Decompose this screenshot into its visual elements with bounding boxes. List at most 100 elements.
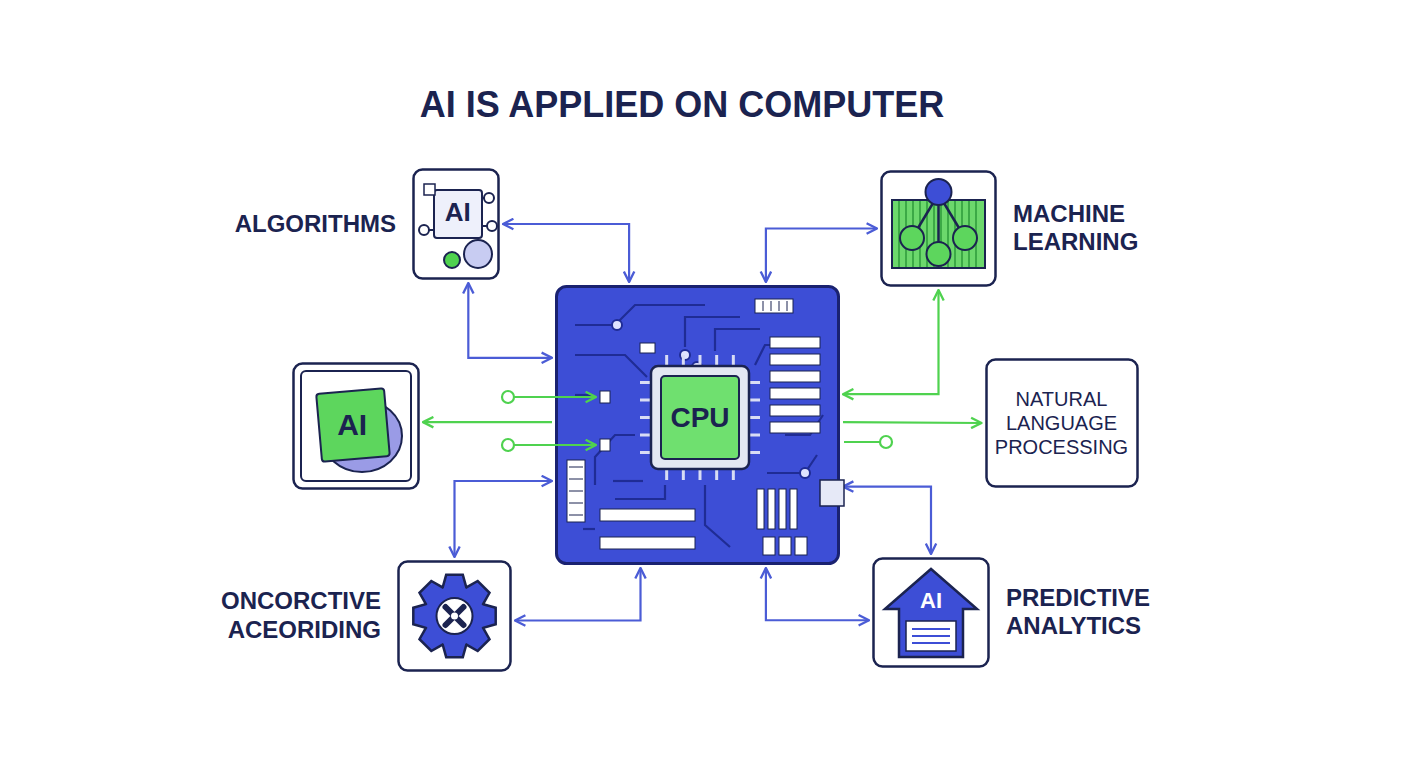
node-label: MACHINE LEARNING [1013,200,1138,258]
cpu-pin [715,470,718,480]
via-dot [680,350,690,360]
component [770,337,820,348]
component [763,537,775,555]
component-stripe [763,301,764,311]
connector-arrow [843,487,931,554]
component [600,509,695,521]
icon-frame [414,170,499,279]
icon-square [434,190,482,238]
component-stripe [787,301,788,311]
cpu-pin [640,451,650,454]
pin-pad [600,391,610,403]
gear-center [451,613,458,620]
icon-frame [294,364,419,489]
component [640,343,655,353]
component [770,422,820,433]
cpu-pin [750,381,760,384]
component [795,537,807,555]
component-stripe [779,301,780,311]
tree-node [900,226,924,250]
panel-line [912,635,950,637]
cpu-pin [640,434,650,437]
icon-text: AI [445,197,471,228]
node-label: PREDICTIVE ANALYTICS [1006,584,1150,642]
component [770,405,820,416]
connector-arrow [515,568,641,620]
icon-dot [444,252,460,268]
cpu-pin [750,451,760,454]
gear-hub [437,598,473,634]
icon-blob [464,240,492,268]
component [779,489,786,529]
gear-shape [397,560,512,672]
box-text: NATURAL LANGUAGE PROCESSING [995,387,1128,459]
component [770,388,820,399]
cpu-pin [699,470,702,480]
signal-dot [502,439,514,451]
title-wrap: AI IS APPLIED ON COMPUTER [420,84,945,126]
icon-dot [419,225,429,235]
circuit-board [557,287,839,564]
cpu-core [661,376,739,459]
cpu-chip [651,366,749,469]
icon-frame [986,360,1137,487]
signal-line [844,441,880,443]
gear-box: ONCORCTIVE ACEORIDING [397,560,512,672]
gear-icon [413,575,495,657]
circuit-trace [615,485,665,499]
cpu-pin [732,470,735,480]
cpu-pin [665,470,668,480]
icon-frame [882,172,996,286]
diagram-title: AI IS APPLIED ON COMPUTER [420,84,945,126]
text-wrap: NATURAL LANGUAGE PROCESSING [995,387,1128,459]
cpu-pin [732,355,735,365]
cpu-pin [682,355,685,365]
component [757,489,764,529]
cpu-pin [715,355,718,365]
text-wrap: PREDICTIVE ANALYTICS [1006,584,1150,642]
grid-line [898,201,900,267]
signal-dot [502,391,514,403]
component [768,489,775,529]
via-dot [612,320,622,330]
node-label: ALGORITHMS [235,210,396,239]
component [567,460,585,522]
icon-text: AI [920,588,942,614]
ai-box: AI [292,362,420,490]
component-stripe [569,503,583,504]
box-text: CPU [670,401,729,435]
component [790,489,797,529]
panel-line [912,628,950,630]
connector-arrow [766,229,877,283]
nlp-box: NATURAL LANGUAGE PROCESSING [985,358,1139,488]
component [770,354,820,365]
icon-frame [874,559,989,667]
circuit-trace [685,317,740,347]
signal-arrow [514,444,596,446]
icon-inner-frame [301,371,411,481]
signal-arrow [514,396,596,398]
board-box: CPU [555,285,840,565]
icon-dot [487,221,497,231]
icon-frame [399,562,511,671]
panel-line [912,642,950,644]
connector-port [820,480,844,506]
connector-arrow [455,481,553,557]
tree-node [927,242,951,266]
circuit-trace [613,480,643,482]
text-wrap: ONCORCTIVE ACEORIDING [221,587,381,645]
algo-box: ALGORITHMSAI [412,168,500,280]
text-wrap: AI [445,197,471,228]
cpu-pin [640,416,650,419]
cpu-pin [640,381,650,384]
house-panel [906,621,956,651]
cpu-pin [682,470,685,480]
cpu-pin [750,399,760,402]
text-wrap: AI [337,407,367,443]
connector-arrow [766,568,869,620]
component [600,537,695,549]
component-stripe [569,479,583,480]
gear-cross [446,607,464,625]
tree-node [953,226,977,250]
